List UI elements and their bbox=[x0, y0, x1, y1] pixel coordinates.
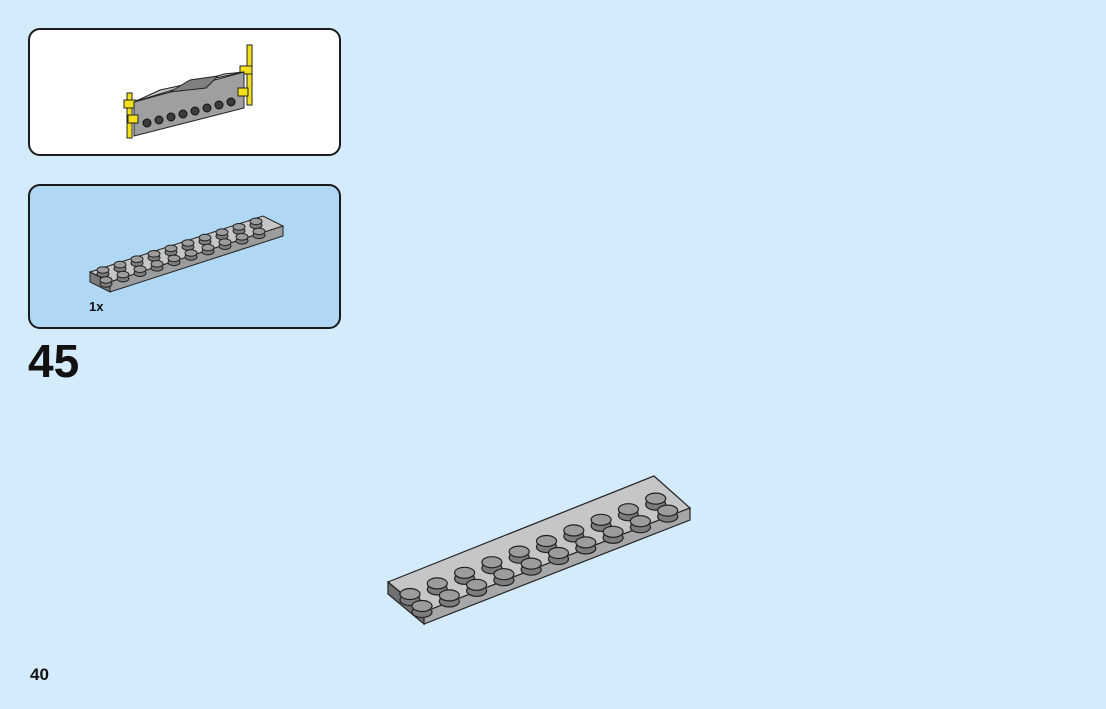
stud-top bbox=[249, 217, 263, 226]
stud-top bbox=[167, 254, 181, 263]
stud-top bbox=[164, 244, 178, 253]
stud-top bbox=[617, 503, 640, 516]
stud-top bbox=[147, 250, 161, 258]
stud-top bbox=[563, 524, 585, 537]
stud-top bbox=[116, 270, 130, 279]
stud-top bbox=[411, 599, 433, 613]
stud-top bbox=[130, 255, 144, 263]
stud-top bbox=[454, 566, 476, 579]
stud-top bbox=[629, 515, 652, 528]
stud-top bbox=[520, 557, 542, 570]
stud-top bbox=[232, 223, 246, 231]
assembly-context-icon bbox=[123, 44, 253, 139]
stud-top bbox=[198, 233, 212, 242]
parts-list-panel: 1x bbox=[28, 184, 341, 329]
stud-top bbox=[399, 587, 421, 601]
stud-top bbox=[508, 545, 530, 558]
stud-top bbox=[235, 233, 249, 241]
stud-top bbox=[590, 513, 612, 526]
stud-top bbox=[113, 260, 127, 269]
stud-top bbox=[252, 227, 266, 236]
stud-top bbox=[96, 266, 110, 274]
stud-top bbox=[657, 504, 679, 517]
stud-top bbox=[547, 546, 570, 560]
stud-top bbox=[99, 276, 113, 284]
stud-top bbox=[181, 239, 195, 247]
stud-top bbox=[438, 589, 460, 602]
page-number: 40 bbox=[30, 665, 49, 684]
plate-2x10-icon bbox=[88, 215, 285, 293]
stud-top bbox=[426, 577, 448, 590]
stud-top bbox=[602, 525, 624, 538]
stud-top bbox=[201, 243, 215, 252]
stud-top bbox=[466, 578, 488, 591]
step-number: 45 bbox=[28, 335, 80, 387]
stud-top bbox=[481, 556, 503, 569]
stud-top bbox=[645, 492, 667, 505]
stud-top bbox=[218, 238, 232, 247]
stud-top bbox=[184, 249, 198, 257]
stud-top bbox=[535, 534, 558, 548]
stud-top bbox=[493, 568, 515, 581]
stud-top bbox=[133, 265, 147, 273]
stud-top bbox=[150, 260, 164, 268]
part-quantity: 1x bbox=[89, 299, 104, 314]
stud-top bbox=[215, 228, 229, 237]
assembly-context-panel bbox=[28, 28, 341, 156]
stud-top bbox=[575, 536, 597, 549]
